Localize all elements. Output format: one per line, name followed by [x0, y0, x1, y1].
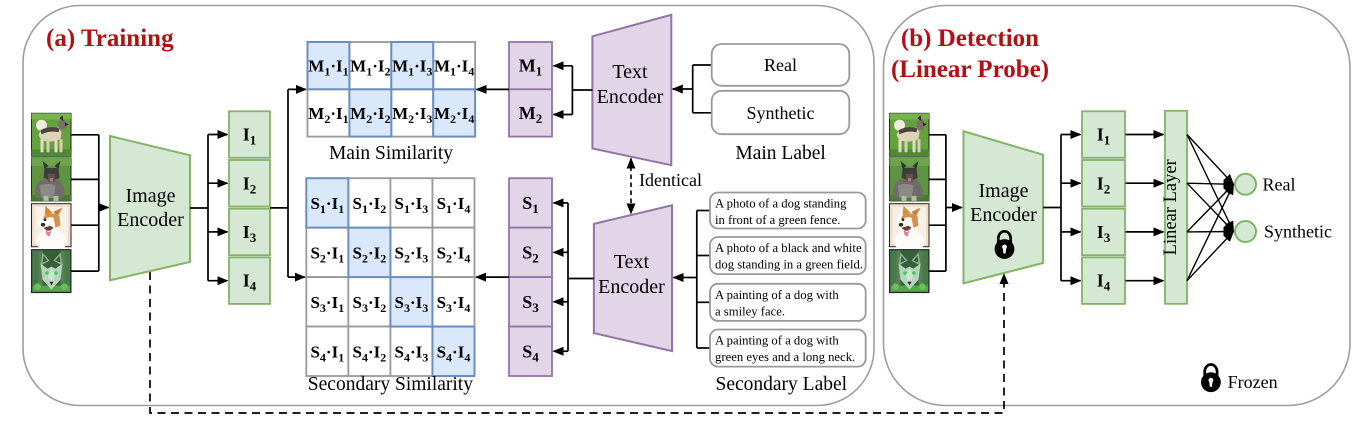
svg-text:(b) Detection: (b) Detection	[901, 25, 1039, 52]
svg-text:Encoder: Encoder	[117, 209, 184, 231]
svg-text:S4·I2: S4·I2	[352, 342, 386, 364]
svg-text:Encoder: Encoder	[597, 86, 664, 108]
svg-text:Main Similarity: Main Similarity	[329, 143, 453, 164]
svg-text:M2·I3: M2·I3	[392, 104, 432, 126]
svg-text:Secondary Label: Secondary Label	[716, 374, 848, 395]
svg-text:Real: Real	[764, 55, 797, 75]
svg-text:(Linear Probe): (Linear Probe)	[891, 56, 1049, 83]
svg-text:M1·I3: M1·I3	[392, 57, 432, 79]
svg-text:Synthetic: Synthetic	[747, 103, 815, 123]
svg-text:Image: Image	[126, 185, 176, 207]
svg-text:A painting of a dog with: A painting of a dog with	[715, 334, 839, 348]
svg-text:Text: Text	[612, 61, 648, 83]
svg-text:a smiley face.: a smiley face.	[715, 304, 785, 318]
svg-text:A painting of a dog with: A painting of a dog with	[715, 288, 839, 302]
svg-text:dog standing in a green field.: dog standing in a green field.	[715, 258, 863, 272]
svg-text:S3·I4: S3·I4	[437, 293, 471, 315]
svg-text:M1·I4: M1·I4	[434, 57, 474, 79]
svg-text:Encoder: Encoder	[598, 276, 665, 298]
svg-text:S1·I2: S1·I2	[352, 194, 386, 216]
svg-text:A photo of a dog standing: A photo of a dog standing	[715, 197, 847, 211]
svg-text:Linear Layer: Linear Layer	[1161, 159, 1181, 255]
svg-text:Frozen: Frozen	[1228, 372, 1278, 392]
svg-text:M1·I2: M1·I2	[350, 57, 390, 79]
svg-text:S2·I4: S2·I4	[437, 243, 471, 265]
svg-text:M2·I2: M2·I2	[350, 104, 390, 126]
svg-text:Image: Image	[979, 180, 1029, 202]
svg-text:green eyes and a long neck.: green eyes and a long neck.	[715, 350, 855, 364]
svg-text:S4·I1: S4·I1	[310, 342, 344, 364]
svg-text:S3·I3: S3·I3	[395, 293, 429, 315]
svg-text:Identical: Identical	[639, 170, 702, 190]
svg-text:M1·I1: M1·I1	[308, 57, 348, 79]
svg-text:S4·I3: S4·I3	[395, 342, 429, 364]
svg-text:S1·I4: S1·I4	[437, 194, 471, 216]
svg-text:Text: Text	[614, 251, 650, 273]
svg-text:(a) Training: (a) Training	[46, 25, 174, 52]
svg-text:Real: Real	[1263, 175, 1296, 195]
svg-text:S1·I3: S1·I3	[395, 194, 429, 216]
svg-text:in front of a green fence.: in front of a green fence.	[715, 213, 840, 227]
svg-text:S2·I2: S2·I2	[352, 243, 386, 265]
svg-text:S2·I3: S2·I3	[395, 243, 429, 265]
svg-text:S3·I1: S3·I1	[310, 293, 344, 315]
svg-text:S4·I4: S4·I4	[437, 342, 471, 364]
svg-text:Synthetic: Synthetic	[1264, 222, 1332, 242]
svg-text:S3·I2: S3·I2	[352, 293, 386, 315]
svg-text:M2·I1: M2·I1	[308, 104, 348, 126]
svg-text:S2·I1: S2·I1	[310, 243, 344, 265]
svg-text:M2·I4: M2·I4	[434, 104, 474, 126]
svg-text:A photo of a black and white: A photo of a black and white	[715, 241, 862, 255]
svg-text:S1·I1: S1·I1	[310, 194, 344, 216]
svg-text:Secondary Similarity: Secondary Similarity	[308, 374, 473, 395]
svg-text:Main Label: Main Label	[735, 143, 826, 164]
svg-text:Encoder: Encoder	[970, 204, 1037, 226]
